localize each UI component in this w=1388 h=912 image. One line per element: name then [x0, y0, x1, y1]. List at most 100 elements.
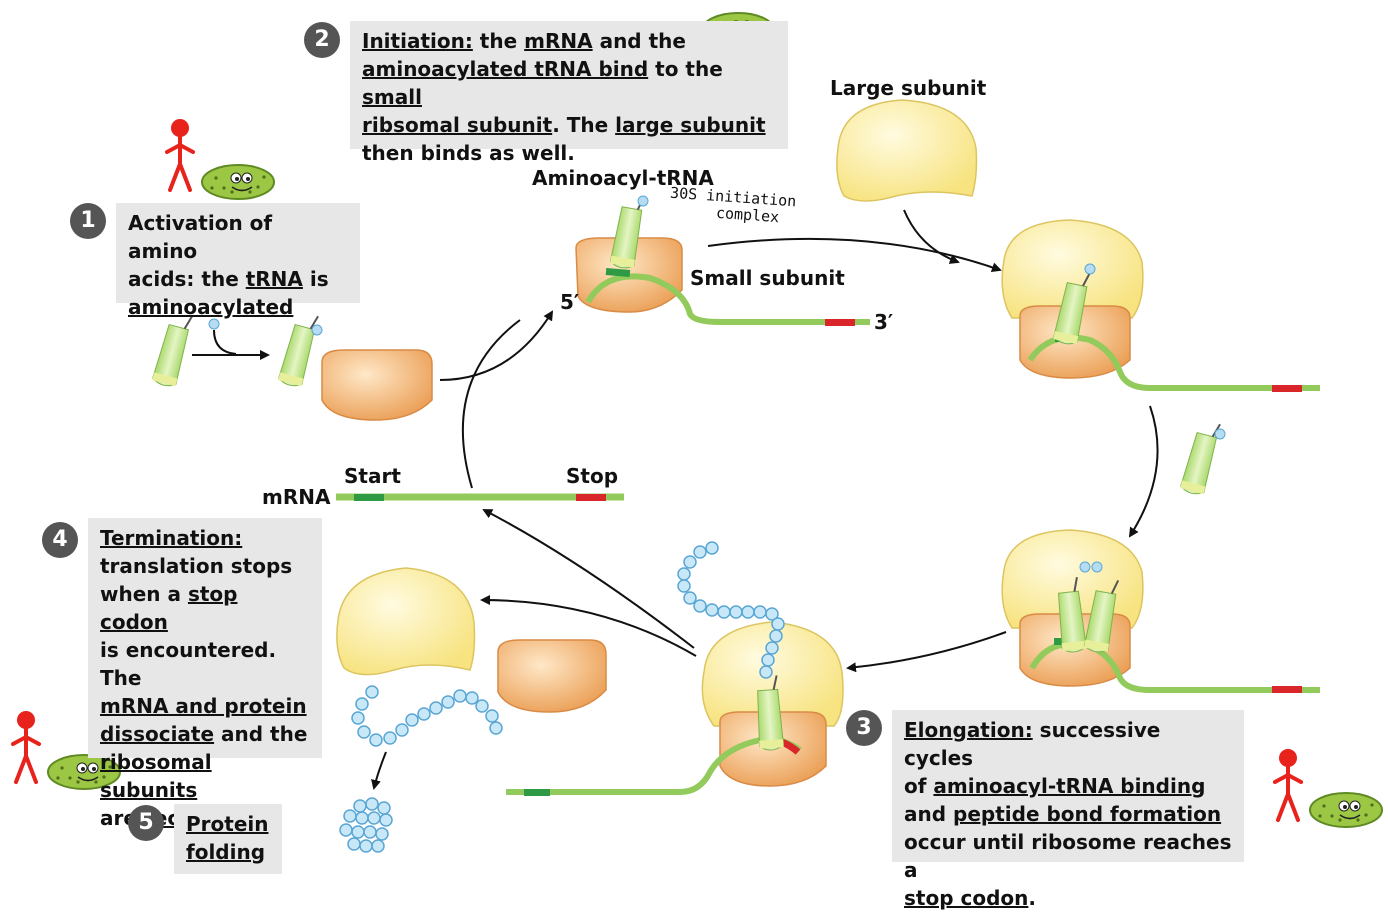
step-1-term-aminoacylated: aminoacylated: [128, 295, 294, 319]
label-three-prime: 3′: [874, 310, 894, 334]
arrow-folding: [371, 751, 387, 790]
step-4-line-6: dissociate and the: [100, 720, 310, 748]
arrow-to-elongating: [846, 631, 1007, 673]
amino-acid: [637, 195, 649, 207]
arrow-activation-curve: [213, 329, 237, 355]
amino-acid-bead: [353, 799, 367, 813]
step-1-text: acids: the: [128, 267, 246, 291]
amino-acid-bead: [365, 797, 379, 811]
step-4-line-5: mRNA and protein: [100, 692, 310, 720]
amino-acid-bead: [355, 811, 369, 825]
step-5-term: Protein: [186, 812, 269, 836]
step-3-line-2: of aminoacyl-tRNA binding: [904, 772, 1232, 800]
step-4-term: mRNA and protein: [100, 694, 307, 718]
small-subunit-free: [321, 349, 433, 421]
step-3-term: stop codon: [904, 886, 1029, 910]
step-4-text: translation stops: [100, 554, 293, 578]
step-1-term-trna: tRNA: [245, 267, 303, 291]
step-2-number: 2: [304, 22, 340, 58]
step-3-title: Elongation:: [904, 718, 1033, 742]
amino-acid-bead: [475, 699, 489, 713]
amino-acid-bead: [347, 837, 361, 851]
arrow-recycle: [482, 509, 695, 649]
amino-acid-bead: [693, 599, 707, 613]
step-1-number: 1: [70, 203, 106, 239]
step-2-term: ribsomal subunit: [362, 113, 553, 137]
step-4-term: stop codon: [100, 582, 238, 634]
amino-acid-bead: [761, 653, 775, 667]
amino-acid-bead: [677, 567, 691, 581]
step-4-line-7: ribosomal subunits: [100, 748, 310, 804]
amino-acid-bead: [765, 607, 779, 621]
amino-acid-bead: [417, 707, 431, 721]
step-2-line-4: then binds as well.: [362, 139, 776, 167]
arrow-to-release: [480, 595, 697, 657]
step-2-term: mRNA: [524, 29, 593, 53]
free-amino-acid: [208, 318, 220, 330]
step-1-text: is: [302, 267, 329, 291]
step-2-line-2: aminoacylated tRNA bind to the small: [362, 55, 776, 111]
stop-codon: [576, 494, 606, 501]
step-1-line-3: aminoacylated: [128, 293, 348, 321]
assembled-ribosome-initiation: [1001, 219, 1320, 392]
amino-acid-bead: [741, 605, 755, 619]
label-start: Start: [344, 464, 401, 488]
amino-acid-bead: [465, 691, 479, 705]
step-5-number: 5: [128, 805, 164, 841]
step-3-text: successive cycles: [904, 718, 1161, 770]
amino-acid-bead: [729, 605, 743, 619]
amino-acid: [1214, 428, 1226, 440]
arrow-to-assembled: [707, 237, 1002, 273]
person-icon: [1273, 747, 1303, 822]
amino-acid-bead: [683, 555, 697, 569]
step-3-text: occur until ribosome reaches a: [904, 830, 1232, 882]
amino-acid-bead: [683, 591, 697, 605]
step-4-term: dissociate: [100, 722, 215, 746]
step-4-line-3: when a stop codon: [100, 580, 310, 636]
label-aminoacyl-trna: Aminoacyl-tRNA: [532, 166, 714, 190]
stop-codon-initiation: [825, 319, 855, 326]
polypeptide-chain-elongating: [677, 541, 785, 679]
step-3-text: and: [904, 802, 954, 826]
amino-acid-bead: [395, 723, 409, 737]
person-icon: [11, 709, 41, 784]
step-2-title: Initiation:: [362, 29, 473, 53]
step-3-term: peptide bond formation: [953, 802, 1222, 826]
step-4-number: 4: [42, 522, 78, 558]
amino-acid-bead: [485, 709, 499, 723]
step-5-line-1: Protein: [186, 810, 270, 838]
step-2-line-1: Initiation: the mRNA and the: [362, 27, 776, 55]
step-5-box: Protein folding: [174, 804, 282, 874]
amino-acid-bead: [717, 605, 731, 619]
label-five-prime: 5′: [560, 290, 580, 314]
translation-diagram: 1 Activation of amino acids: the tRNA is…: [11, 12, 1383, 910]
step-1-line-1: Activation of amino: [128, 209, 348, 265]
arrow-cycle-left-up: [461, 319, 521, 489]
amino-acid-bead: [383, 731, 397, 745]
amino-acid-bead: [759, 665, 773, 679]
amino-acid-bead: [359, 839, 373, 853]
step-5-term: folding: [186, 840, 266, 864]
ribosome-elongating: [506, 621, 844, 796]
incoming-trna: [1178, 417, 1224, 498]
amino-acid-bead: [357, 725, 371, 739]
amino-acid-bead: [339, 823, 353, 837]
step-3-line-5: stop codon.: [904, 884, 1232, 912]
bacterium-icon: [201, 164, 275, 200]
amino-acid-bead: [441, 695, 455, 709]
amino-acid-bead: [429, 701, 443, 715]
amino-acid-bead: [453, 689, 467, 703]
step-3-line-1: Elongation: successive cycles: [904, 716, 1232, 772]
amino-acid-bead: [367, 811, 381, 825]
step-1-line-2: acids: the tRNA is: [128, 265, 348, 293]
step-3-term: aminoacyl-tRNA binding: [933, 774, 1206, 798]
amino-acid-bead: [705, 603, 719, 617]
step-4-text: when a: [100, 582, 188, 606]
trna-charged: [276, 309, 322, 390]
label-mrna: mRNA: [262, 485, 331, 509]
amino-acid-bead: [371, 839, 385, 853]
large-subunit-released: [336, 567, 476, 676]
amino-acid-bead: [377, 801, 391, 815]
amino-acid-bead: [369, 733, 383, 747]
step-2-text: then binds as well.: [362, 141, 575, 165]
